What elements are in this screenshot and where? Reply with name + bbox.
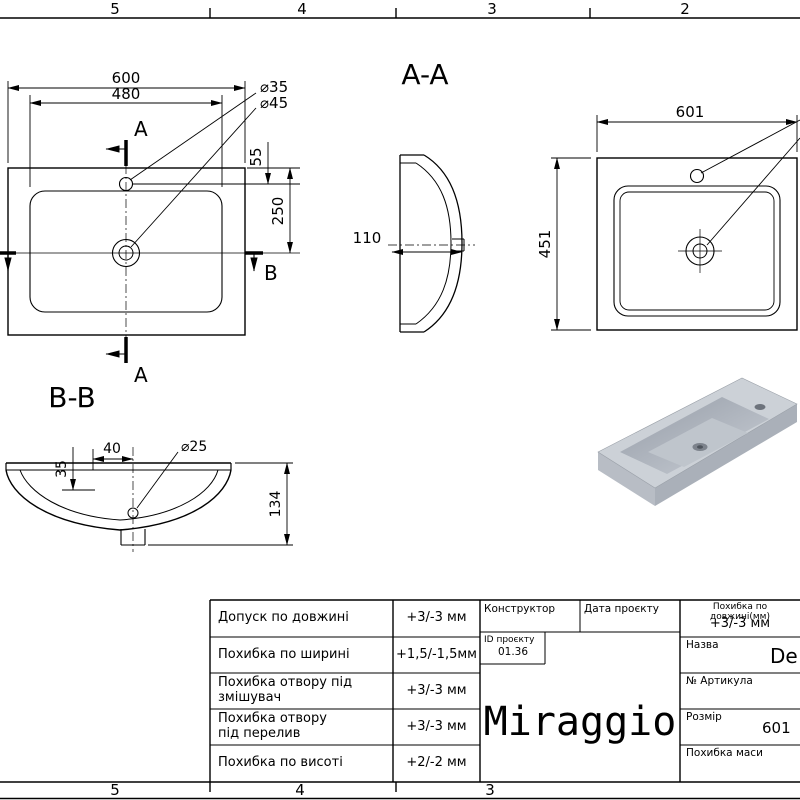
zone-bottom-4: 4 [295,781,305,799]
mass-label: Похибка маси [686,747,763,759]
side-section-view [388,154,475,333]
tolerance-row-label: Похибка отвору під змішувач [218,675,353,705]
size-label: Розмір [686,711,722,723]
side-bowl-outer [423,154,463,333]
plan-hole-leaders [129,92,257,248]
tolerance-row-label: Похибка по висоті [218,755,343,771]
zone-bottom-5: 5 [110,781,120,799]
bb-bowl-outer [5,469,232,531]
tolerance-row-value: +1,5/-1,5мм [396,646,477,662]
section-a-label-top: A [134,117,148,141]
tolerance-row-value: +3/-3 мм [406,682,467,698]
zone-top-4: 4 [297,0,307,18]
project-id-label: ID проєкту [484,635,535,645]
length-tolerance-label: Похибка по довжині(мм) [710,602,770,623]
section-aa-view [551,115,800,331]
sink-3d-render [597,377,798,506]
plan-dim-600 [7,81,246,163]
plan-dim-55-250 [133,142,300,254]
plan-outer-outline [7,167,246,336]
aa-outer-outline [596,157,798,331]
section-b-label: B [264,261,278,285]
tolerance-row-value: +3/-3 мм [406,610,467,626]
dim-plan-faucet-hole: ⌀35 [260,78,288,96]
render-front-face [655,404,797,506]
dim-plan-width: 600 [112,69,141,87]
name-label: Назва [686,639,719,651]
render-drain-center [697,445,703,449]
render-side-face [598,452,655,506]
dim-bb-rim-depth: 35 [54,460,70,478]
section-bb-view [5,447,293,552]
side-bowl-inner [415,162,452,325]
section-bb-title: B-B [48,381,96,414]
size-value: 601 [762,719,791,737]
dim-plan-drain-hole: ⌀45 [260,94,288,112]
plan-dim-480 [29,95,223,187]
tolerance-row-label: Похибка отвору під перелив [218,711,327,741]
section-aa-title: A-A [401,58,448,91]
dim-aa-height: 451 [536,230,554,259]
dim-side-depth: 110 [353,229,382,247]
brand-logo: Miraggio [483,699,677,745]
dim-plan-drain-offset: 250 [269,197,287,226]
aa-basin-inner-outline [619,191,775,311]
dim-aa-width: 601 [676,103,705,121]
project-date-label: Дата проєкту [584,603,659,615]
article-label: № Артикула [686,675,753,687]
tolerance-row-value: +2/-2 мм [406,755,467,771]
dim-bb-drain-hole: ⌀25 [181,439,207,455]
dim-plan-faucet-offset: 55 [247,147,265,166]
bb-bowl-inner [19,469,219,521]
zone-top-5: 5 [110,0,120,18]
zone-bottom-3: 3 [485,781,495,799]
project-id-value: 01.36 [497,646,529,658]
section-a-marks [105,140,128,363]
zone-numbers: 5 4 3 2 5 4 3 [110,0,690,799]
section-a-label-bottom: A [134,363,148,387]
aa-leader-faucet [700,119,800,174]
render-basin-bottom [648,418,748,467]
name-value: De [770,644,798,668]
constructor-label: Конструктор [484,603,556,615]
bb-leader-drain [136,451,179,509]
dim-bb-height: 134 [268,491,284,518]
section-b-marks [0,251,263,272]
tolerance-row-value: +3/-3 мм [406,718,467,734]
aa-faucet-hole [689,168,705,184]
dim-bb-drain-offset: 40 [103,441,121,457]
title-block-lines [209,599,800,782]
tolerance-row-label: Допуск по довжині [218,610,349,626]
length-tolerance-value: +3/-3 мм [709,615,771,631]
zone-top-3: 3 [487,0,497,18]
plan-view: 600 480 ⌀35 ⌀45 55 250 A [0,69,300,387]
aa-leader-drain [706,137,800,246]
render-faucet-hole [754,404,766,410]
frame-border [0,8,800,800]
aa-basin-outline [613,185,781,317]
zone-top-2: 2 [680,0,690,18]
dim-plan-basin-width: 480 [112,85,141,103]
tolerance-row-label: Похибка по ширині [218,646,350,662]
